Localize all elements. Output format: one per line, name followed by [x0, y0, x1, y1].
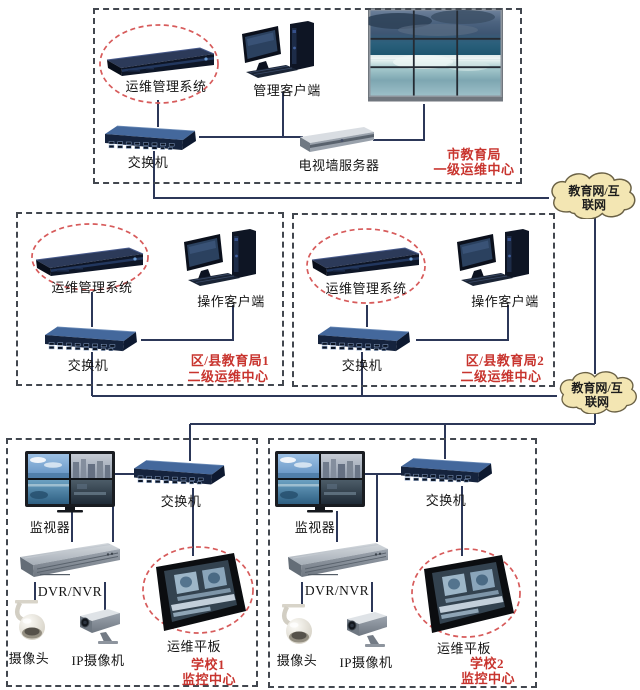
line-d2-client-switch [416, 305, 509, 341]
d1-title-line2: 二级运维中心 [187, 369, 269, 384]
zone-school2-center [268, 438, 537, 688]
s1-dome-label: 摄像头 [8, 651, 50, 666]
s1-dvr-label: DVR/NVR [37, 584, 103, 599]
zone-district1-center [16, 212, 284, 386]
city-client-label: 管理客户端 [253, 83, 321, 98]
line-city-switch-cloud [153, 151, 549, 199]
d2-server-label: 运维管理系统 [325, 281, 407, 296]
cloud-top-label1: 教育网/互 [568, 184, 620, 198]
cloud-bottom-label1: 教育网/互 [571, 381, 623, 395]
d2-switch-label: 交换机 [341, 358, 383, 373]
s1-ipcam-label: IP摄像机 [71, 653, 125, 668]
d1-server-label: 运维管理系统 [51, 280, 133, 295]
d1-switch-label: 交换机 [67, 358, 109, 373]
line-d1-client-switch [141, 305, 234, 341]
highlight-ellipses [31, 24, 521, 638]
d2-client-label: 操作客户端 [471, 294, 539, 309]
cloud-top-label2: 联网 [581, 198, 607, 212]
city-tvserver-label: 电视墙服务器 [298, 158, 380, 173]
city-switch-label: 交换机 [127, 155, 169, 170]
ellipse-d1-server [31, 223, 149, 291]
ellipse-s2-tablet [411, 548, 521, 638]
s2-monitor-label: 监视器 [294, 520, 336, 535]
d2-title-line1: 区/县教育局2 [465, 353, 545, 368]
s1-title-line1: 学校1 [190, 657, 226, 672]
s2-dome-label: 摄像头 [276, 653, 318, 668]
s1-tablet-label: 运维平板 [166, 639, 222, 654]
city-title-line1: 市教育局 [446, 147, 502, 162]
ellipse-d2-server [306, 228, 426, 304]
ellipse-city-server [99, 24, 219, 104]
s2-title-line2: 监控中心 [460, 671, 516, 686]
ellipse-s1-tablet [142, 546, 254, 634]
line-tvwall-tvserver [373, 104, 425, 141]
s1-monitor-label: 监视器 [29, 520, 71, 535]
cloud-bottom-label2: 联网 [584, 395, 610, 409]
s2-ipcam-label: IP摄像机 [339, 655, 393, 670]
s2-title-line1: 学校2 [469, 656, 505, 671]
d2-title-line2: 二级运维中心 [460, 369, 542, 384]
connection-lines [34, 92, 596, 612]
s2-dvr-label: DVR/NVR [304, 583, 370, 598]
zone-district2-center [292, 213, 555, 387]
d1-client-label: 操作客户端 [197, 294, 265, 309]
d1-title-line1: 区/县教育局1 [190, 353, 270, 368]
s2-tablet-label: 运维平板 [436, 641, 492, 656]
s1-title-line2: 监控中心 [181, 672, 237, 687]
city-title-line2: 一级运维中心 [433, 162, 515, 177]
city-server-label: 运维管理系统 [125, 79, 207, 94]
zone-city-center [93, 8, 522, 184]
zone-school1-center [6, 438, 258, 687]
s2-switch-label: 交换机 [425, 493, 467, 508]
s1-switch-label: 交换机 [160, 494, 202, 509]
